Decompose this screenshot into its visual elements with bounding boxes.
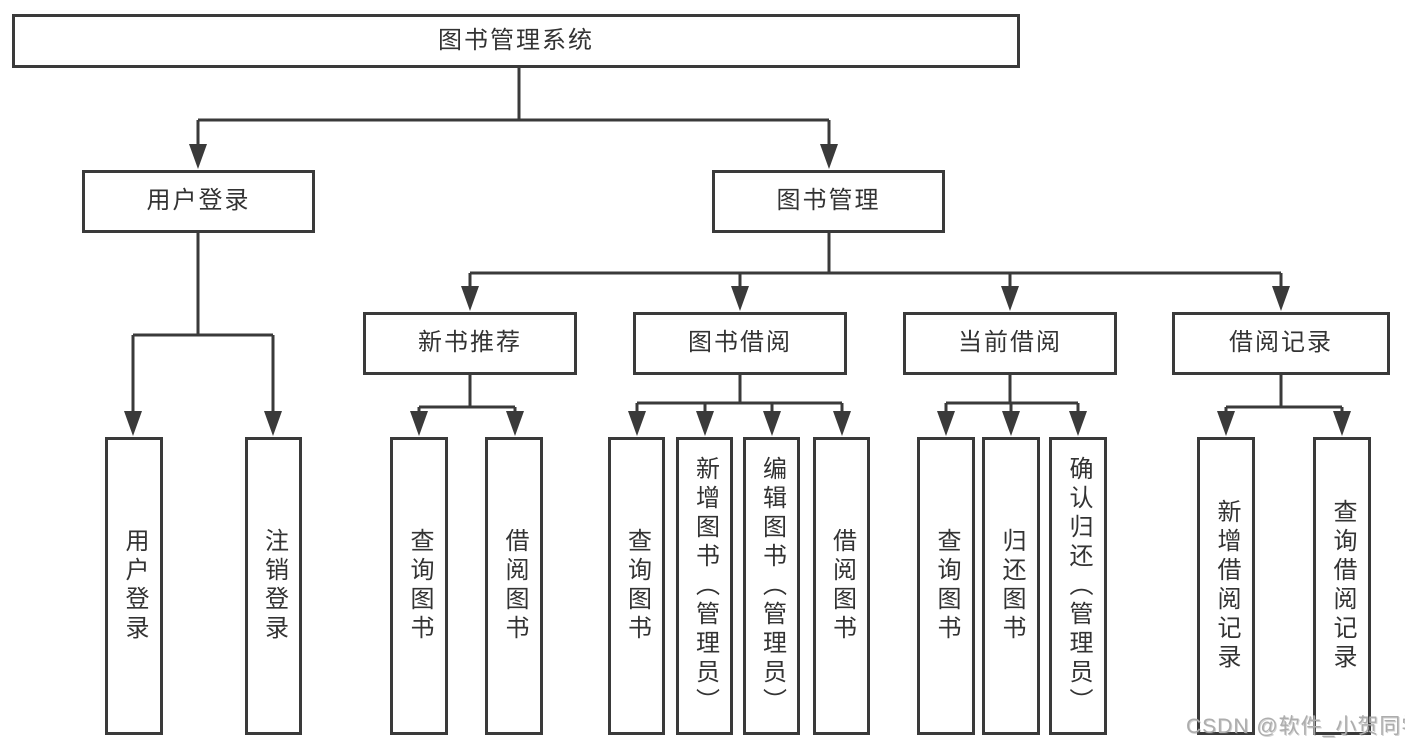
- arrow-icon: [461, 286, 479, 311]
- leaf-borrow-books-recommend: 借阅图书: [485, 437, 543, 735]
- node-library-system: 图书管理系统: [12, 14, 1020, 68]
- node-book-borrow: 图书借阅: [633, 312, 847, 375]
- node-current-borrow: 当前借阅: [903, 312, 1117, 375]
- arrow-icon: [1002, 411, 1020, 436]
- node-book-management: 图书管理: [712, 170, 945, 233]
- leaf-query-books-borrow: 查询图书: [608, 437, 665, 735]
- arrow-icon: [820, 144, 838, 169]
- arrow-icon: [1001, 286, 1019, 311]
- arrow-icon: [937, 411, 955, 436]
- leaf-borrow-books: 借阅图书: [813, 437, 870, 735]
- leaf-confirm-return-admin: 确认归还（管理员）: [1049, 437, 1107, 735]
- edge-current-borrow-to-leaves: [944, 375, 1080, 416]
- node-new-book-recommend: 新书推荐: [363, 312, 577, 375]
- edge-book-borrow-to-leaves: [635, 375, 844, 416]
- arrowheads: [124, 144, 1351, 436]
- edges: [131, 68, 1344, 416]
- leaf-return-books: 归还图书: [982, 437, 1040, 735]
- leaf-add-borrow-record: 新增借阅记录: [1197, 437, 1255, 735]
- arrow-icon: [189, 144, 207, 169]
- arrow-icon: [833, 411, 851, 436]
- arrow-icon: [410, 411, 428, 436]
- arrow-icon: [264, 411, 282, 436]
- arrow-icon: [763, 411, 781, 436]
- arrow-icon: [1333, 411, 1351, 436]
- leaf-logout: 注销登录: [245, 437, 302, 735]
- leaf-user-login: 用户登录: [105, 437, 163, 735]
- edge-new-book-to-leaves: [417, 375, 517, 416]
- edge-user-login-to-leaves: [131, 233, 275, 415]
- leaf-edit-books-admin: 编辑图书（管理员）: [743, 437, 800, 735]
- edge-root-to-level2: [196, 68, 831, 148]
- csdn-watermark: CSDN @软件_小贺同学: [1186, 715, 1405, 738]
- arrow-icon: [1272, 286, 1290, 311]
- edge-borrow-records-to-leaves: [1224, 375, 1344, 416]
- node-user-login: 用户登录: [82, 170, 315, 233]
- leaf-query-books-current: 查询图书: [917, 437, 975, 735]
- arrow-icon: [124, 411, 142, 436]
- edge-book-management-to-level3: [468, 233, 1283, 290]
- leaf-query-books-recommend: 查询图书: [390, 437, 448, 735]
- arrow-icon: [506, 411, 524, 436]
- leaf-query-borrow-record: 查询借阅记录: [1313, 437, 1371, 735]
- node-borrow-records: 借阅记录: [1172, 312, 1390, 375]
- leaf-add-books-admin: 新增图书（管理员）: [676, 437, 733, 735]
- arrow-icon: [731, 286, 749, 311]
- arrow-icon: [1069, 411, 1087, 436]
- arrow-icon: [1217, 411, 1235, 436]
- arrow-icon: [696, 411, 714, 436]
- arrow-icon: [628, 411, 646, 436]
